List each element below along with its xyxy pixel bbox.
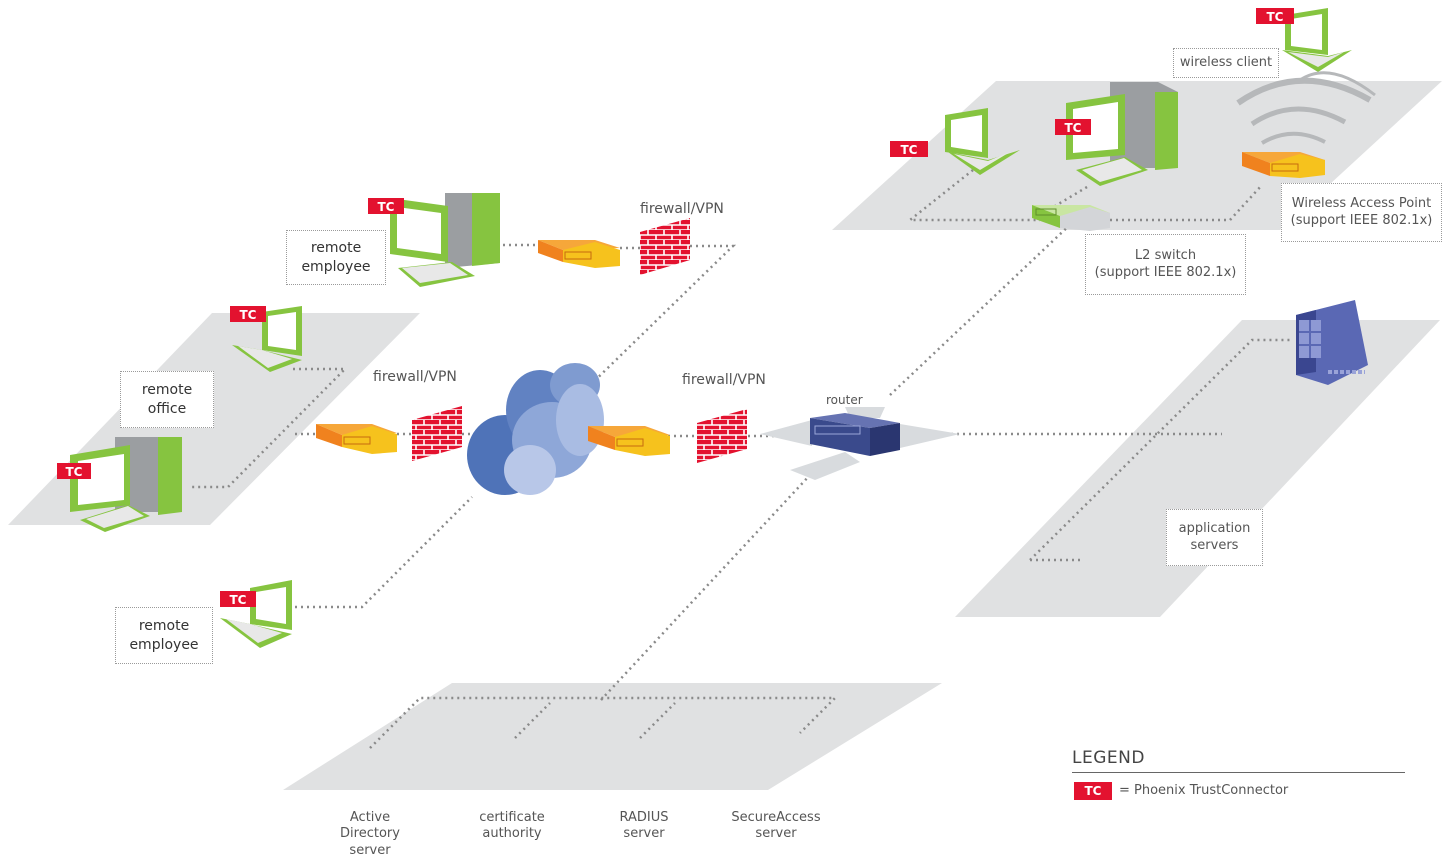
tc-badge bbox=[368, 198, 404, 214]
application-servers-label: application servers bbox=[1166, 509, 1263, 566]
active-directory-label: Active Directory server bbox=[340, 810, 400, 859]
remote-office-label: remote office bbox=[120, 371, 214, 428]
l2-switch-line1: L2 switch bbox=[1134, 247, 1197, 263]
tc-badge bbox=[57, 463, 91, 479]
secureaccess-line2: server bbox=[755, 826, 797, 842]
certificate-authority-label: certificate authority bbox=[470, 810, 554, 843]
laptop-lan bbox=[945, 108, 1020, 175]
remote-office-line2: office bbox=[147, 400, 187, 417]
radius-label: RADIUS server bbox=[604, 810, 684, 843]
remote-office-platform bbox=[8, 313, 420, 525]
remote-employee-bottom-label: remote employee bbox=[115, 607, 213, 664]
firewall-left-label: firewall/VPN bbox=[373, 369, 457, 385]
tc-badge-text: TC bbox=[230, 593, 247, 607]
firewall-left bbox=[412, 406, 462, 461]
radius-line1: RADIUS bbox=[619, 810, 669, 825]
remote-employee-top-line1: remote bbox=[310, 240, 362, 257]
vpn-appliance-right bbox=[588, 426, 670, 456]
laptop-remote-employee-bottom bbox=[220, 580, 292, 648]
tc-badge-text: TC bbox=[901, 143, 918, 157]
l2-switch bbox=[1032, 205, 1110, 231]
tc-badge bbox=[1055, 119, 1091, 135]
secureaccess-line1: SecureAccess bbox=[731, 810, 821, 825]
legend-tc-text: = Phoenix TrustConnector bbox=[1119, 783, 1289, 798]
wireless-signal-waves bbox=[1236, 71, 1376, 145]
remote-employee-top-label: remote employee bbox=[286, 230, 386, 285]
legend-tc-badge: TC bbox=[1074, 782, 1112, 800]
wireless-client-label: wireless client bbox=[1173, 48, 1279, 78]
router bbox=[760, 407, 960, 480]
remote-employee-bottom-line1: remote bbox=[138, 618, 190, 635]
firewall-right-label: firewall/VPN bbox=[682, 372, 766, 388]
tc-badge-text: TC bbox=[1267, 10, 1284, 24]
router-label: router bbox=[826, 393, 863, 407]
tc-badge bbox=[230, 306, 266, 322]
tc-badge bbox=[1256, 8, 1294, 24]
active-directory-line3: server bbox=[349, 842, 391, 858]
application-server bbox=[1296, 300, 1368, 385]
active-directory-line1: Active bbox=[349, 810, 391, 825]
tc-badge-text: TC bbox=[66, 465, 83, 479]
remote-office-line1: remote bbox=[141, 382, 193, 399]
wireless-ap-line1: Wireless Access Point bbox=[1291, 195, 1432, 211]
internet-cloud bbox=[467, 363, 604, 495]
wireless-ap-label: Wireless Access Point (support IEEE 802.… bbox=[1281, 183, 1442, 242]
tc-badge-text: TC bbox=[1065, 121, 1082, 135]
server-platform bbox=[955, 320, 1440, 617]
wireless-ap-line2: (support IEEE 802.1x) bbox=[1290, 212, 1433, 228]
radius-line2: server bbox=[623, 826, 665, 842]
l2-switch-line2: (support IEEE 802.1x) bbox=[1094, 264, 1237, 280]
l2-switch-label: L2 switch (support IEEE 802.1x) bbox=[1085, 234, 1246, 295]
wireless-client-text: wireless client bbox=[1179, 54, 1273, 70]
legend-title: LEGEND bbox=[1072, 748, 1145, 768]
datacenter-platform bbox=[283, 683, 942, 790]
laptop-wireless-client bbox=[1282, 8, 1352, 72]
remote-employee-top-line2: employee bbox=[301, 258, 371, 275]
tc-badge-text: TC bbox=[378, 200, 395, 214]
wireless-access-point bbox=[1242, 152, 1325, 178]
firewall-top-label: firewall/VPN bbox=[640, 201, 724, 217]
laptop-remote-office bbox=[232, 306, 302, 372]
application-servers-line1: application bbox=[1178, 520, 1251, 536]
vpn-appliance-left bbox=[316, 424, 397, 454]
certificate-authority-line2: authority bbox=[482, 826, 542, 842]
secureaccess-label: SecureAccess server bbox=[726, 810, 826, 843]
remote-employee-bottom-line2: employee bbox=[129, 636, 199, 653]
firewall-top bbox=[640, 218, 690, 275]
firewall-right bbox=[697, 409, 747, 463]
vpn-appliance-top bbox=[538, 240, 620, 268]
dotted-links bbox=[190, 169, 1292, 749]
tc-badge bbox=[890, 141, 928, 157]
certificate-authority-line1: certificate bbox=[479, 810, 545, 825]
application-servers-line2: servers bbox=[1190, 537, 1239, 553]
tc-badge bbox=[220, 591, 256, 607]
tc-badge-text: TC bbox=[240, 308, 257, 322]
active-directory-line2: Directory bbox=[340, 826, 400, 842]
desktop-computer-remote-employee-top bbox=[390, 193, 500, 287]
legend-divider bbox=[1072, 772, 1405, 773]
desktop-computer-lan bbox=[1066, 82, 1178, 186]
